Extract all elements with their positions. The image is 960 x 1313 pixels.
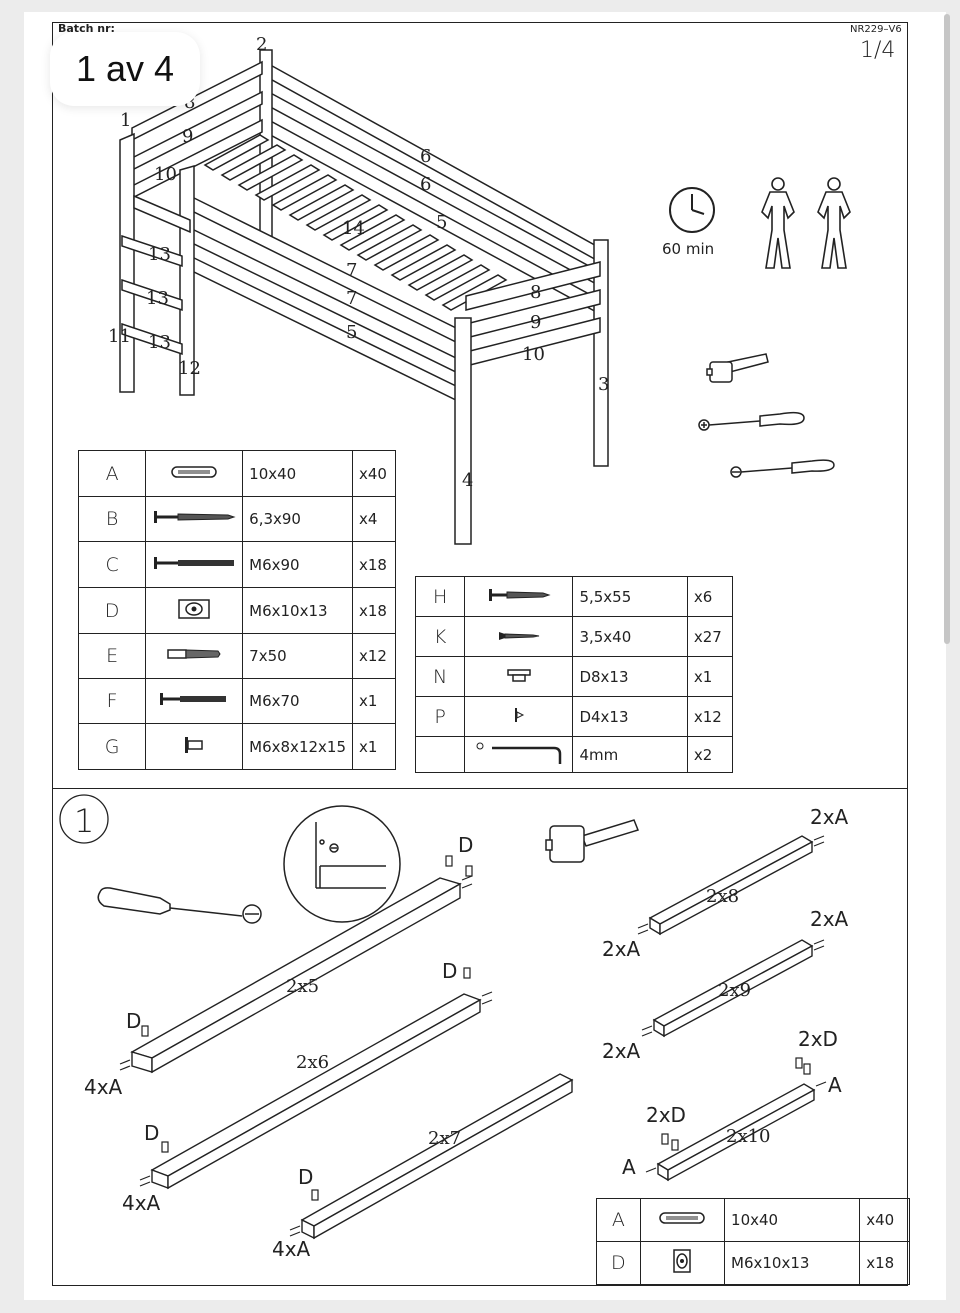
part-size: M6x10x13: [724, 1241, 861, 1285]
part-qty: x1: [686, 656, 734, 697]
parts-row: N D8x13 x1: [414, 656, 734, 697]
part-qty: x40: [859, 1198, 910, 1242]
bolt-icon: [160, 693, 227, 705]
parts-row: K 3,5x40 x27: [414, 616, 734, 657]
part-size: M6x90: [242, 541, 353, 588]
part-qty: x6: [686, 576, 734, 617]
product-code: NR229–V6: [850, 24, 902, 35]
part-letter: N: [414, 656, 466, 697]
part-letter: A: [596, 1198, 641, 1242]
insert-nut-icon: [167, 649, 221, 659]
part-qty: x1: [352, 678, 396, 724]
part-qty: x18: [859, 1241, 910, 1285]
part-icon-cell: [145, 723, 244, 770]
part-qty: x18: [352, 587, 396, 634]
part-icon-cell: [464, 576, 574, 617]
part-icon-cell: [639, 1198, 726, 1242]
part-letter: [414, 736, 466, 773]
step-parts-table: A 10x40 x40 D M6x10x13 x18: [596, 1198, 910, 1285]
parts-row: D M6x10x13 x18: [596, 1241, 910, 1285]
part-size: 7x50: [242, 633, 353, 679]
part-size: D4x13: [572, 696, 688, 737]
part-size: 6,3x90: [242, 496, 353, 542]
part-letter: F: [77, 678, 147, 724]
part-size: 4mm: [572, 736, 688, 773]
page-counter-text: 1 av 4: [75, 48, 175, 89]
part-icon-cell: [639, 1241, 726, 1285]
part-letter: E: [77, 633, 147, 679]
section-divider: [52, 788, 908, 789]
part-size: 10x40: [242, 450, 353, 497]
part-letter: A: [77, 450, 147, 497]
part-qty: x1: [352, 723, 396, 770]
part-icon-cell: [464, 656, 574, 697]
scrollbar[interactable]: [944, 14, 950, 644]
part-icon-cell: [464, 736, 574, 773]
part-letter: G: [77, 723, 147, 770]
connector-icon: [185, 736, 203, 753]
page-number: 1/4: [860, 38, 896, 63]
part-size: 5,5x55: [572, 576, 688, 617]
part-icon-cell: [145, 450, 244, 497]
parts-table-right: H 5,5x55 x6 K 3,5x40 x27 N D8x13 x1 P D4…: [414, 576, 734, 773]
parts-row: A 10x40 x40: [77, 450, 396, 497]
part-letter: B: [77, 496, 147, 542]
part-qty: x18: [352, 541, 396, 588]
parts-row: G M6x8x12x15 x1: [77, 723, 396, 770]
pin-icon: [514, 707, 524, 722]
barrel-nut-icon: [673, 1249, 692, 1273]
parts-row: B 6,3x90 x4: [77, 496, 396, 542]
parts-row: F M6x70 x1: [77, 678, 396, 724]
part-icon-cell: [145, 541, 244, 588]
parts-row: E 7x50 x12: [77, 633, 396, 679]
part-letter: C: [77, 541, 147, 588]
part-qty: x27: [686, 616, 734, 657]
parts-row: H 5,5x55 x6: [414, 576, 734, 617]
part-letter: H: [414, 576, 466, 617]
part-letter: D: [596, 1241, 641, 1285]
parts-row: P D4x13 x12: [414, 696, 734, 737]
part-size: 10x40: [724, 1198, 861, 1242]
part-qty: x12: [352, 633, 396, 679]
page-frame: [52, 22, 908, 1286]
dowel-icon: [659, 1212, 706, 1224]
parts-row: C M6x90 x18: [77, 541, 396, 588]
part-qty: x4: [352, 496, 396, 542]
part-size: 3,5x40: [572, 616, 688, 657]
parts-table-left: A 10x40 x40 B 6,3x90 x4 C M6x90 x18 D M6…: [77, 450, 396, 770]
parts-row: 4mm x2: [414, 736, 734, 773]
part-size: M6x10x13: [242, 587, 353, 634]
part-size: M6x8x12x15: [242, 723, 353, 770]
wood-screw-icon: [498, 631, 539, 640]
page-counter-badge: 1 av 4: [50, 32, 200, 106]
parts-row: D M6x10x13 x18: [77, 587, 396, 634]
part-qty: x2: [686, 736, 734, 773]
barrel-nut-icon: [178, 598, 210, 619]
part-size: M6x70: [242, 678, 353, 724]
part-letter: P: [414, 696, 466, 737]
part-icon-cell: [464, 696, 574, 737]
allen-key-icon: [476, 742, 562, 764]
cap-icon: [507, 668, 531, 682]
bolt-icon: [154, 556, 235, 569]
wood-screw-icon: [488, 588, 551, 601]
part-icon-cell: [145, 587, 244, 634]
part-icon-cell: [145, 678, 244, 724]
part-icon-cell: [145, 496, 244, 542]
part-icon-cell: [145, 633, 244, 679]
part-icon-cell: [464, 616, 574, 657]
part-qty: x12: [686, 696, 734, 737]
dowel-icon: [171, 465, 217, 478]
wood-screw-icon: [154, 511, 236, 523]
part-qty: x40: [352, 450, 396, 497]
parts-row: A 10x40 x40: [596, 1198, 910, 1242]
part-letter: D: [77, 587, 147, 634]
part-letter: K: [414, 616, 466, 657]
part-size: D8x13: [572, 656, 688, 697]
batch-number-label: Batch nr:: [58, 22, 115, 35]
